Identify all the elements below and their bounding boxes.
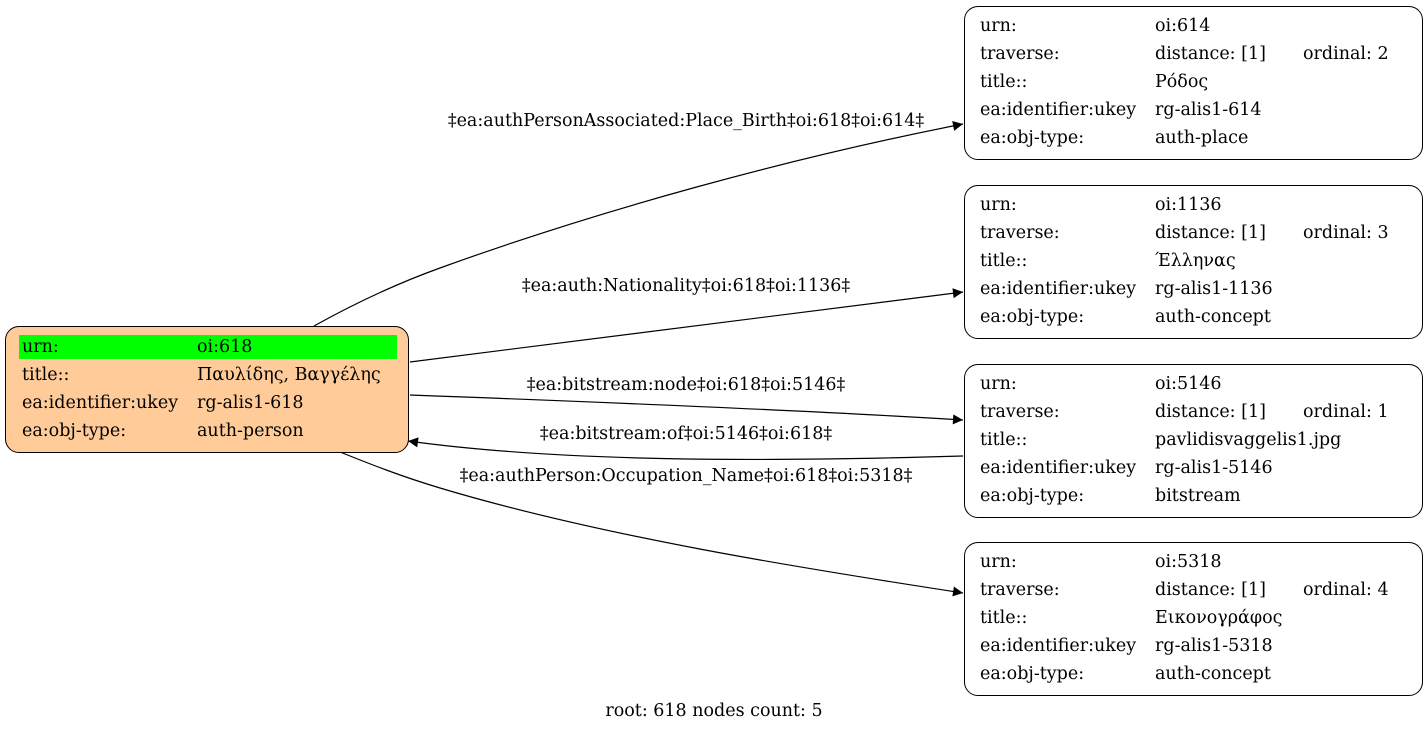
node-row-type: ea:obj-type: auth-concept (965, 662, 1422, 686)
node-row-traverse: traverse: distance: [1] ordinal: 1 (965, 400, 1422, 424)
node-row-type: ea:obj-type: auth-concept (965, 305, 1422, 329)
node-row-type: ea:obj-type: bitstream (965, 484, 1422, 508)
root-row-urn: urn: oi:618 (6, 335, 408, 359)
urn-key: urn: (980, 374, 1017, 394)
node-row-ukey: ea:identifier:ukey rg-alis1-5146 (965, 456, 1422, 480)
node-row-type: ea:obj-type: auth-place (965, 126, 1422, 150)
type-key: ea:obj-type: (980, 664, 1085, 684)
node-row-urn: urn: oi:5318 (965, 550, 1422, 574)
urn-value: oi:1136 (1155, 195, 1222, 215)
type-key: ea:obj-type: (980, 128, 1085, 148)
traverse-key: traverse: (980, 44, 1060, 64)
urn-key: urn: (980, 16, 1017, 36)
traverse-key: traverse: (980, 402, 1060, 422)
edge-bitstream-of (407, 437, 964, 461)
node-row-ukey: ea:identifier:ukey rg-alis1-614 (965, 98, 1422, 122)
title-key: title:: (980, 72, 1028, 92)
edge-nationality (409, 288, 964, 363)
node-row-title: title::Έλληνας (965, 249, 1422, 273)
type-value: auth-concept (1155, 664, 1271, 684)
node-oi-5318[interactable]: urn: oi:5318 traverse: distance: [1] ordina… (964, 542, 1423, 696)
title-value: pavlidisvaggelis1.jpg (1155, 430, 1342, 450)
edge-label-occupation: ‡ea:authPerson:Occupation_Name‡oi:618‡oi… (459, 466, 913, 486)
ukey-value: rg-alis1-5146 (1155, 458, 1273, 478)
node-row-ukey: ea:identifier:ukey rg-alis1-5318 (965, 634, 1422, 658)
title-value: Εικονογράφος (1155, 608, 1283, 628)
ukey-value: rg-alis1-5318 (1155, 636, 1273, 656)
edge-label-nationality: ‡ea:auth:Nationality‡oi:618‡oi:1136‡ (521, 276, 851, 296)
root-type-value: auth-person (197, 421, 304, 441)
node-oi-5146[interactable]: urn: oi:5146 traverse: distance: [1] ordina… (964, 364, 1423, 518)
ordinal-value: ordinal: 1 (1303, 402, 1389, 422)
node-row-ukey: ea:identifier:ukey rg-alis1-1136 (965, 277, 1422, 301)
node-row-urn: urn: oi:614 (965, 14, 1422, 38)
type-value: auth-place (1155, 128, 1249, 148)
node-row-urn: urn: oi:5146 (965, 372, 1422, 396)
node-row-urn: urn: oi:1136 (965, 193, 1422, 217)
root-ukey-key: ea:identifier:ukey (22, 393, 179, 413)
edge-label-place-birth: ‡ea:authPersonAssociated:Place_Birth‡oi:… (447, 111, 925, 131)
traverse-key: traverse: (980, 223, 1060, 243)
distance-value: distance: [1] (1155, 402, 1266, 422)
root-row-ukey: ea:identifier:ukey rg-alis1-618 (6, 391, 408, 415)
ukey-key: ea:identifier:ukey (980, 100, 1137, 120)
root-node[interactable]: urn: oi:618 title:: Παυλίδης, Βαγγέλης e… (5, 326, 409, 453)
urn-key: urn: (980, 195, 1017, 215)
ukey-value: rg-alis1-1136 (1155, 279, 1273, 299)
distance-value: distance: [1] (1155, 223, 1266, 243)
edge-label-bitstream-node: ‡ea:bitstream:node‡oi:618‡oi:5146‡ (526, 375, 846, 395)
root-urn-value: oi:618 (194, 335, 397, 359)
node-row-title: title::Ρόδος (965, 70, 1422, 94)
edge-label-bitstream-of: ‡ea:bitstream:of‡oi:5146‡oi:618‡ (539, 424, 833, 444)
ukey-key: ea:identifier:ukey (980, 458, 1137, 478)
ukey-value: rg-alis1-614 (1155, 100, 1262, 120)
title-key: title:: (980, 251, 1028, 271)
ordinal-value: ordinal: 2 (1303, 44, 1389, 64)
root-title-value: Παυλίδης, Βαγγέλης (197, 365, 381, 385)
urn-value: oi:5146 (1155, 374, 1222, 394)
node-oi-614[interactable]: urn: oi:614 traverse: distance: [1] ordinal… (964, 6, 1423, 160)
type-value: auth-concept (1155, 307, 1271, 327)
root-type-key: ea:obj-type: (22, 421, 127, 441)
node-oi-1136[interactable]: urn: oi:1136 traverse: distance: [1] ordina… (964, 185, 1423, 339)
node-row-traverse: traverse: distance: [1] ordinal: 4 (965, 578, 1422, 602)
root-ukey-value: rg-alis1-618 (197, 393, 304, 413)
title-value: Ρόδος (1155, 72, 1209, 92)
root-row-title: title:: Παυλίδης, Βαγγέλης (6, 363, 408, 387)
title-key: title:: (980, 430, 1028, 450)
urn-key: urn: (980, 552, 1017, 572)
ordinal-value: ordinal: 4 (1303, 580, 1389, 600)
urn-value: oi:614 (1155, 16, 1211, 36)
node-row-title: title::Εικονογράφος (965, 606, 1422, 630)
graph-footer: root: 618 nodes count: 5 (605, 701, 823, 721)
edge-occupation (339, 451, 964, 597)
node-row-traverse: traverse: distance: [1] ordinal: 2 (965, 42, 1422, 66)
root-title-key: title:: (22, 365, 70, 385)
traverse-key: traverse: (980, 580, 1060, 600)
edge-bitstream-node (409, 394, 964, 425)
title-key: title:: (980, 608, 1028, 628)
root-urn-key: urn: (19, 335, 194, 359)
urn-value: oi:5318 (1155, 552, 1222, 572)
node-row-traverse: traverse: distance: [1] ordinal: 3 (965, 221, 1422, 245)
title-value: Έλληνας (1155, 251, 1236, 271)
root-row-type: ea:obj-type: auth-person (6, 419, 408, 443)
node-row-title: title::pavlidisvaggelis1.jpg (965, 428, 1422, 452)
type-value: bitstream (1155, 486, 1241, 506)
type-key: ea:obj-type: (980, 486, 1085, 506)
ukey-key: ea:identifier:ukey (980, 279, 1137, 299)
distance-value: distance: [1] (1155, 580, 1266, 600)
ordinal-value: ordinal: 3 (1303, 223, 1389, 243)
type-key: ea:obj-type: (980, 307, 1085, 327)
ukey-key: ea:identifier:ukey (980, 636, 1137, 656)
edge-place-birth (313, 121, 964, 327)
distance-value: distance: [1] (1155, 44, 1266, 64)
